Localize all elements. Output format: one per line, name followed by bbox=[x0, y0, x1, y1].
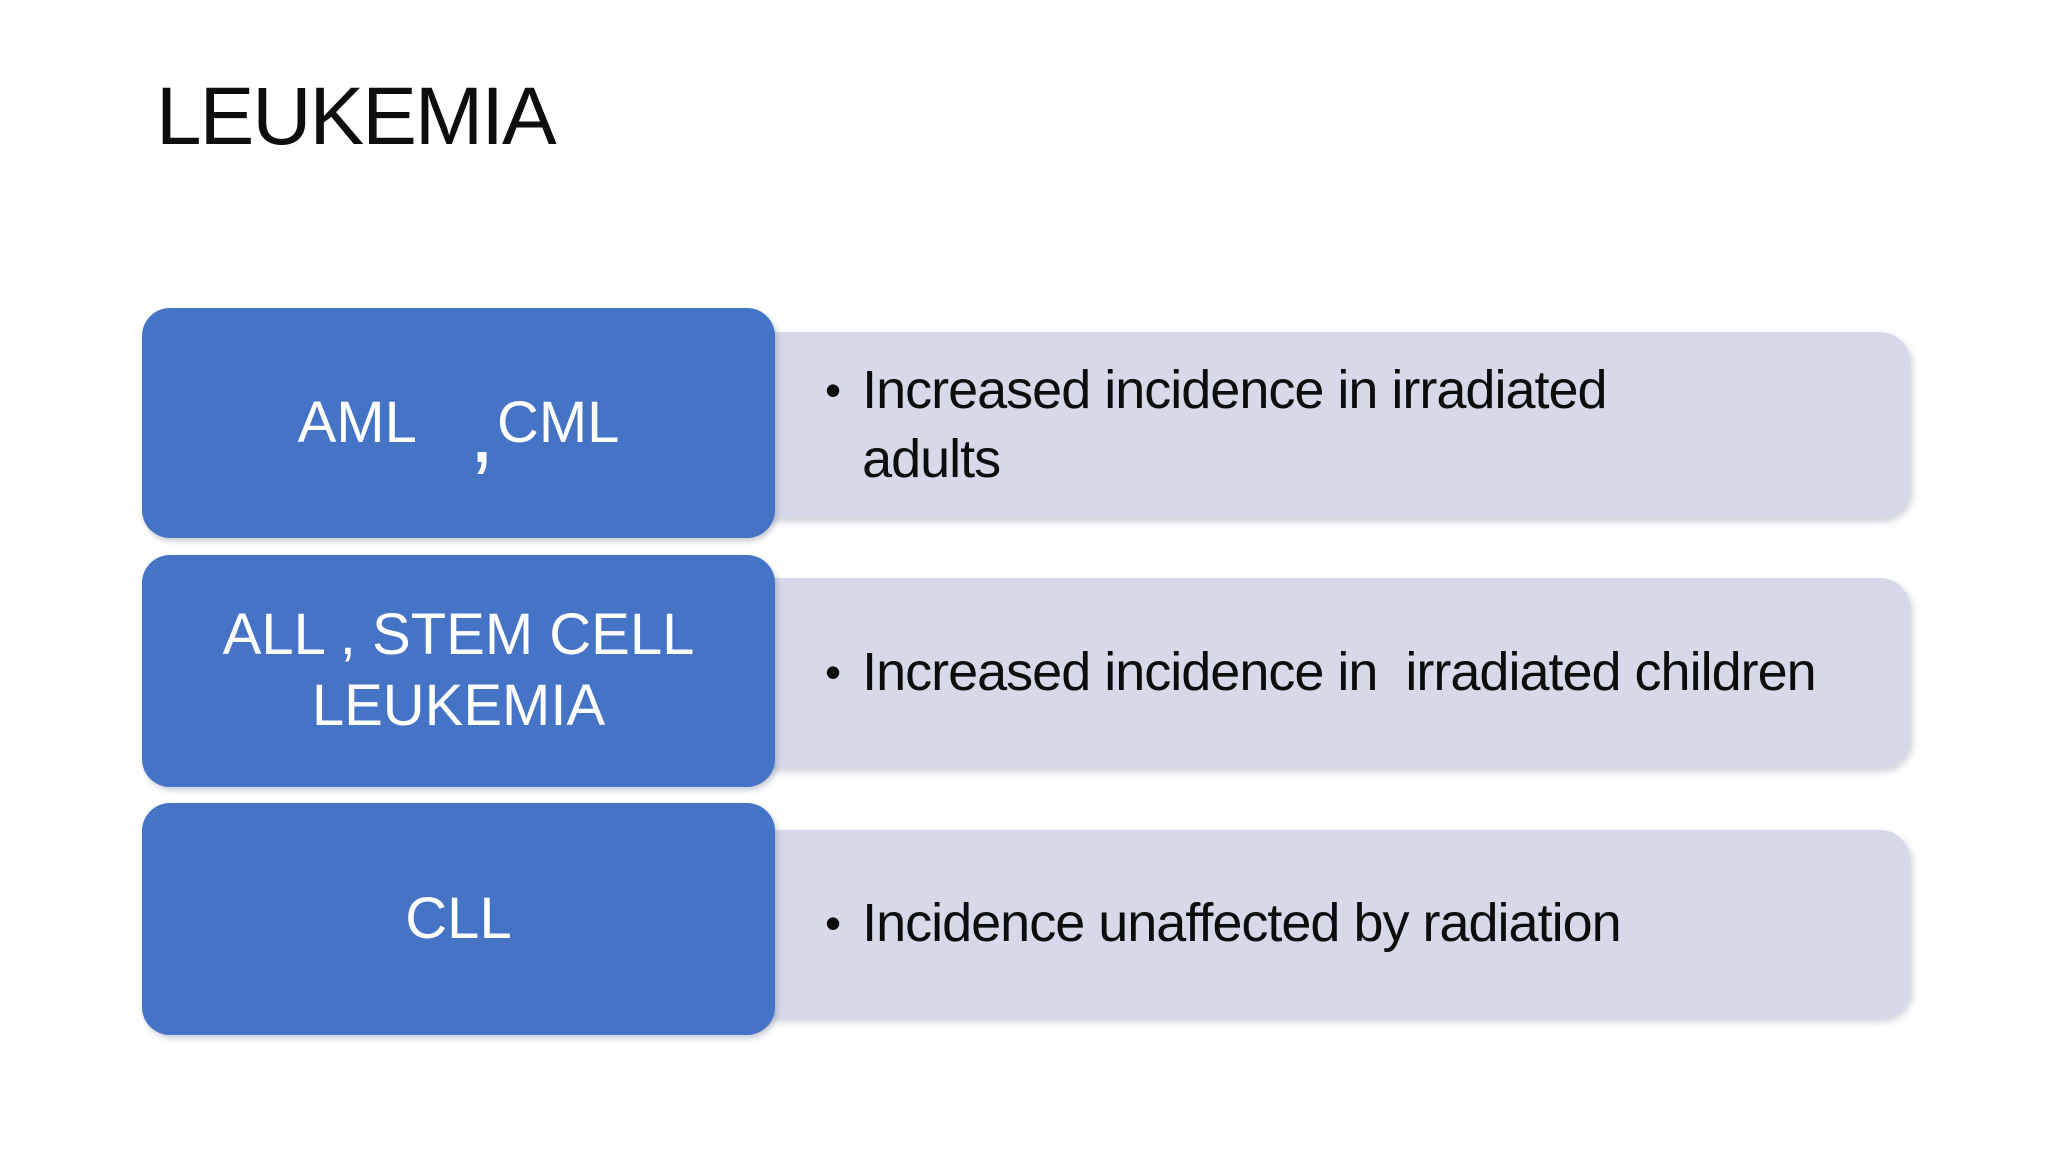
description-box-irradiated-children: • Increased incidence in irradiated chil… bbox=[620, 578, 1910, 768]
bullet-text: Incidence unaffected by radiation bbox=[862, 889, 1622, 958]
type-label: AML,CML bbox=[297, 377, 620, 483]
bullet-item: • Incidence unaffected by radiation bbox=[825, 889, 1622, 958]
type-label-line: LEUKEMIA bbox=[311, 673, 606, 738]
type-label-post: CML bbox=[496, 389, 620, 455]
bullet-text: Increased incidence in irradiated adults bbox=[862, 356, 1607, 494]
type-label: CLL bbox=[405, 885, 512, 951]
bullet-item: • Increased incidence in irradiated chil… bbox=[825, 638, 1817, 707]
type-box-cll: CLL bbox=[142, 803, 775, 1035]
type-label: ALL , STEM CELL LEUKEMIA bbox=[223, 600, 695, 742]
bullet-icon: • bbox=[825, 363, 841, 416]
bullet-text-line: Incidence unaffected by radiation bbox=[862, 893, 1622, 954]
bullet-text: Increased incidence in irradiated childr… bbox=[862, 638, 1817, 707]
description-box-radiation-unaffected: • Incidence unaffected by radiation bbox=[620, 830, 1910, 1018]
slide-title: LEUKEMIA bbox=[156, 71, 557, 162]
bullet-icon: • bbox=[825, 897, 841, 950]
bullet-text-line: adults bbox=[862, 429, 1001, 489]
type-label-line: ALL , STEM CELL bbox=[222, 602, 695, 668]
description-box-irradiated-adults: • Increased incidence in irradiated adul… bbox=[620, 332, 1910, 518]
bullet-text-line: Increased incidence in irradiated bbox=[862, 359, 1607, 420]
bullet-item: • Increased incidence in irradiated adul… bbox=[825, 356, 1608, 494]
type-label-pre: AML bbox=[297, 389, 417, 455]
bullet-icon: • bbox=[825, 646, 841, 699]
type-box-all-stem-cell: ALL , STEM CELL LEUKEMIA bbox=[142, 555, 775, 787]
type-box-aml-cml: AML,CML bbox=[142, 308, 775, 538]
bullet-text-line: Increased incidence in irradiated childr… bbox=[862, 642, 1817, 703]
